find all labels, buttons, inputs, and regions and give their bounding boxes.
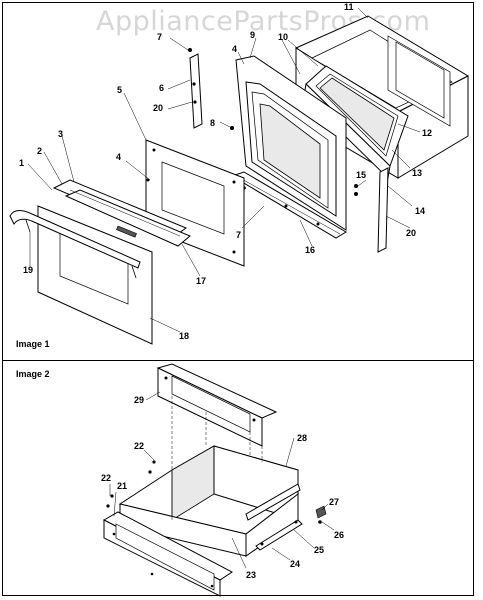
callout-26: 26: [334, 530, 344, 540]
part-outer-door-panel: [37, 205, 153, 345]
part-drawer-clips: [106, 460, 327, 524]
callout-7b: 7: [236, 230, 241, 240]
part-door-liner: [145, 139, 245, 267]
part-door-bottom-trim: [230, 171, 347, 239]
callout-1: 1: [19, 158, 24, 168]
callout-4b: 4: [116, 152, 121, 162]
callout-21: 21: [117, 481, 127, 491]
part-drawer-back-panel: [156, 363, 278, 447]
callout-13: 13: [412, 168, 422, 178]
callout-25: 25: [314, 545, 324, 555]
callout-8: 8: [210, 118, 215, 128]
callout-3: 3: [58, 129, 63, 139]
part-door-top-trim: [52, 179, 191, 247]
part-door-handle: [9, 210, 141, 279]
callout-23: 23: [246, 570, 256, 580]
callout-4: 4: [232, 44, 237, 54]
callout-6: 6: [159, 83, 164, 93]
callout-22: 22: [134, 441, 144, 451]
callout-20b: 20: [406, 228, 416, 238]
callout-9: 9: [250, 30, 255, 40]
callout-22b: 22: [101, 473, 111, 483]
callout-17: 17: [196, 276, 206, 286]
callout-28: 28: [297, 433, 307, 443]
diagram-frame: [2, 2, 474, 596]
part-slide-rail: [255, 519, 303, 551]
callout-5: 5: [117, 85, 122, 95]
part-inner-door-panel: [235, 55, 347, 231]
callout-2: 2: [37, 146, 42, 156]
callout-10: 10: [278, 32, 288, 42]
callout-14: 14: [415, 206, 425, 216]
callout-16: 16: [305, 245, 315, 255]
callout-15: 15: [356, 170, 366, 180]
callout-27: 27: [329, 497, 339, 507]
assembly-guide-lines: [171, 396, 263, 470]
leader-lines-image2: [109, 391, 335, 569]
part-hinge-strip-left: [188, 48, 203, 129]
leader-lines-image1: [27, 7, 421, 333]
section-divider: [2, 360, 474, 361]
callout-29: 29: [134, 395, 144, 405]
callout-19: 19: [23, 265, 33, 275]
callout-7: 7: [157, 32, 162, 42]
callout-12: 12: [422, 128, 432, 138]
part-drawer-side-rail: [245, 483, 301, 521]
part-drawer-front: [102, 511, 233, 597]
callout-20: 20: [153, 103, 163, 113]
part-glass-window-frame: [303, 65, 409, 180]
callout-11: 11: [344, 2, 354, 12]
image-1-label: Image 1: [16, 339, 50, 349]
part-hinge-strip-right: [377, 167, 389, 253]
image-2-label: Image 2: [16, 369, 50, 379]
callout-18: 18: [179, 331, 189, 341]
callout-24: 24: [290, 559, 300, 569]
